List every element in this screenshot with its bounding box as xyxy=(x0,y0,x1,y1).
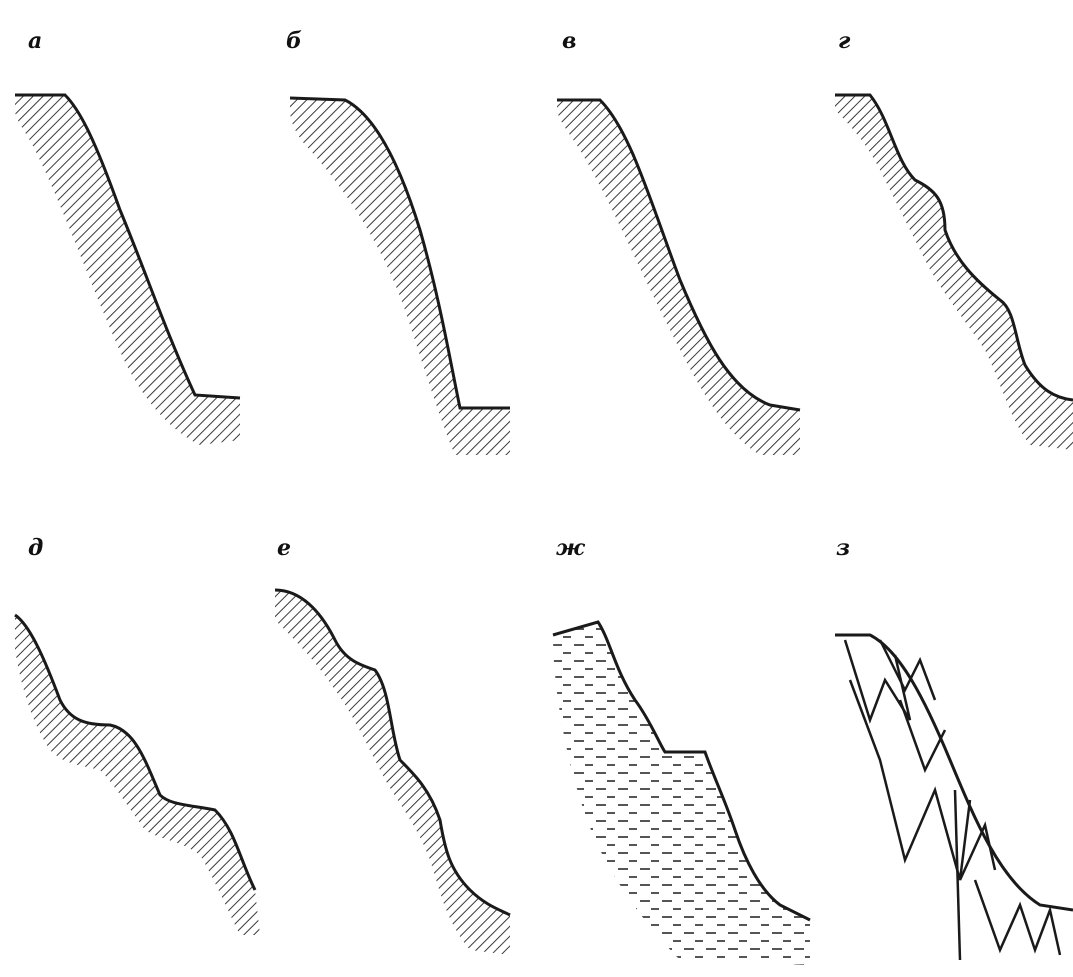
panel-label-v: в xyxy=(562,30,576,52)
panel-v xyxy=(557,100,800,455)
panel-b xyxy=(290,98,510,455)
panel-a-rock-fill xyxy=(15,95,240,445)
panel-z-surface-line xyxy=(835,635,1073,910)
panel-e-rock-fill xyxy=(275,590,510,955)
panel-label-zh: ж xyxy=(556,537,585,559)
panel-d xyxy=(15,615,260,935)
panel-z-zigzag-strata xyxy=(845,640,1060,960)
panel-label-e: е xyxy=(277,537,291,559)
panel-b-rock-fill xyxy=(290,98,510,455)
panel-label-d: д xyxy=(28,537,43,559)
panel-z xyxy=(835,635,1073,960)
panel-a xyxy=(15,95,240,445)
panel-label-z: з xyxy=(836,537,850,559)
panel-d-rock-fill xyxy=(15,615,260,935)
panel-zh-rock-fill xyxy=(553,622,810,965)
panel-zh xyxy=(553,622,810,965)
panel-e xyxy=(275,590,510,955)
panel-g xyxy=(835,95,1073,450)
panel-label-a: a xyxy=(28,30,42,52)
panel-g-rock-fill xyxy=(835,95,1073,450)
panel-label-g: г xyxy=(838,30,850,52)
panel-label-b: б xyxy=(286,30,302,52)
